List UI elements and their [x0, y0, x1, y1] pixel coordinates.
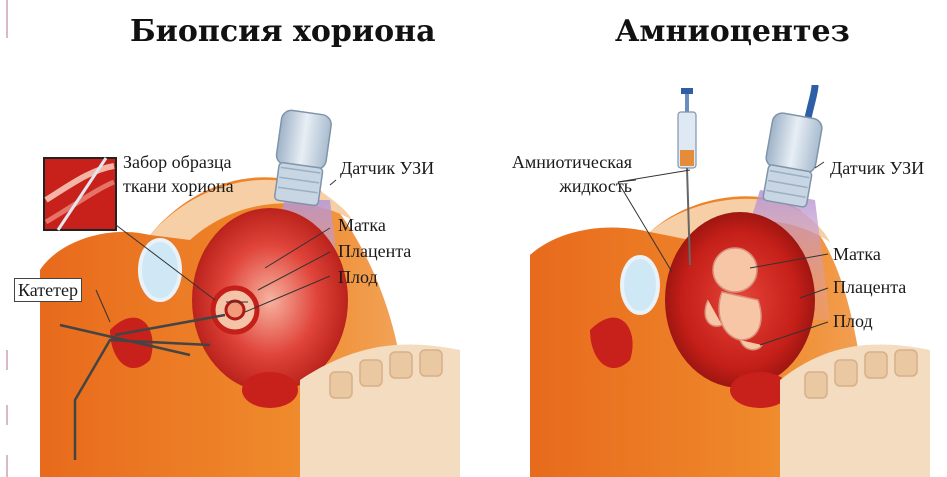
- left-probe-label: Датчик УЗИ: [340, 157, 434, 179]
- left-rectum: [242, 372, 298, 408]
- right-uterus-label: Матка: [833, 243, 881, 265]
- right-ultrasound-probe: [759, 112, 824, 208]
- right-probe-label: Датчик УЗИ: [830, 157, 924, 179]
- chorion-sample-zoom-box: [44, 158, 116, 230]
- edge-dash-low: [6, 405, 8, 425]
- amniotic-fluid-label-line1: Амниотическая: [482, 150, 632, 174]
- amniotic-fluid-label-line2: жидкость: [482, 174, 632, 198]
- left-fetus: [226, 301, 244, 319]
- left-panel-title: Биопсия хориона: [130, 14, 436, 49]
- amniotic-fluid-label: Амниотическая жидкость: [482, 150, 632, 198]
- edge-dash-bottom: [6, 455, 8, 477]
- left-fetus-label: Плод: [338, 266, 378, 288]
- left-bladder: [140, 240, 180, 300]
- chorion-sample-label: Забор образца ткани хориона: [123, 150, 234, 198]
- chorion-sample-label-line1: Забор образца: [123, 150, 234, 174]
- catheter-label: Катетер: [14, 278, 82, 302]
- left-ultrasound-probe: [270, 109, 332, 206]
- right-placenta-label: Плацента: [833, 276, 906, 298]
- left-placenta-label: Плацента: [338, 240, 411, 262]
- probe-cable: [808, 85, 815, 118]
- right-panel-title: Амниоцентез: [615, 14, 850, 49]
- right-bladder: [622, 257, 658, 313]
- edge-dash-mid: [6, 350, 8, 370]
- right-fetus-label: Плод: [833, 310, 873, 332]
- edge-dash-top: [6, 0, 8, 38]
- left-uterus-label: Матка: [338, 214, 386, 236]
- chorion-sample-label-line2: ткани хориона: [123, 174, 234, 198]
